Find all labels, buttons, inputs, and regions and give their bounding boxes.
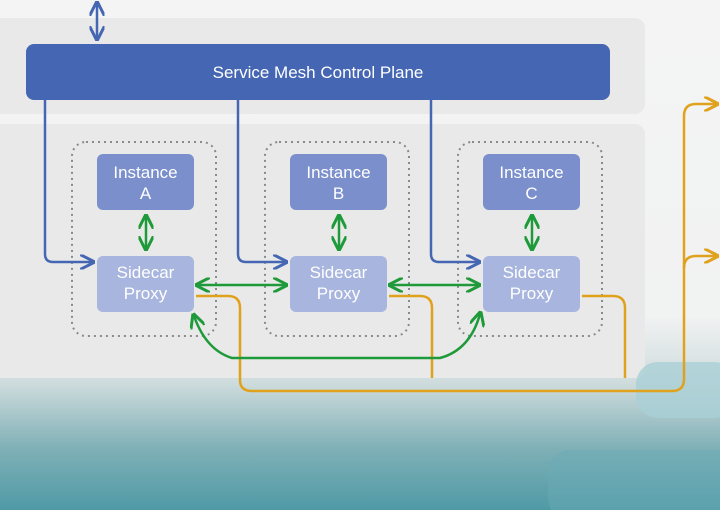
instance-c-line1: Instance — [499, 163, 563, 182]
instance-a-line1: Instance — [113, 163, 177, 182]
control-line-b — [236, 100, 285, 262]
sidecar-a-box — [97, 256, 194, 312]
instance-b-box — [290, 154, 387, 210]
sidecar-link-ac — [194, 314, 480, 360]
decorative-shape — [548, 450, 720, 510]
pod-c — [457, 141, 603, 337]
instance-b-line2: B — [333, 184, 344, 203]
instance-b-line1: Instance — [306, 163, 370, 182]
control-plane-label: Service Mesh Control Plane — [213, 63, 424, 82]
egress-line-b — [389, 294, 434, 378]
sidecar-b-box — [290, 256, 387, 312]
sidecar-b-line2: Proxy — [317, 284, 361, 303]
instance-a-box — [97, 154, 194, 210]
instance-a-line2: A — [140, 184, 152, 203]
sidecar-a-line1: Sidecar — [117, 263, 175, 282]
instance-c-box — [483, 154, 580, 210]
sidecar-a-line2: Proxy — [124, 284, 168, 303]
pod-a — [71, 141, 217, 337]
sidecar-c-line1: Sidecar — [503, 263, 561, 282]
instance-c-line2: C — [525, 184, 537, 203]
control-line-a — [43, 100, 92, 262]
egress-line-a — [196, 104, 716, 393]
control-line-c — [429, 100, 478, 262]
pod-b — [264, 141, 410, 337]
egress-line-c — [582, 294, 627, 378]
egress-line-upper — [682, 256, 716, 269]
sidecar-c-box — [483, 256, 580, 312]
sidecar-b-line1: Sidecar — [310, 263, 368, 282]
sidecar-c-line2: Proxy — [510, 284, 554, 303]
control-plane-box — [26, 44, 610, 100]
